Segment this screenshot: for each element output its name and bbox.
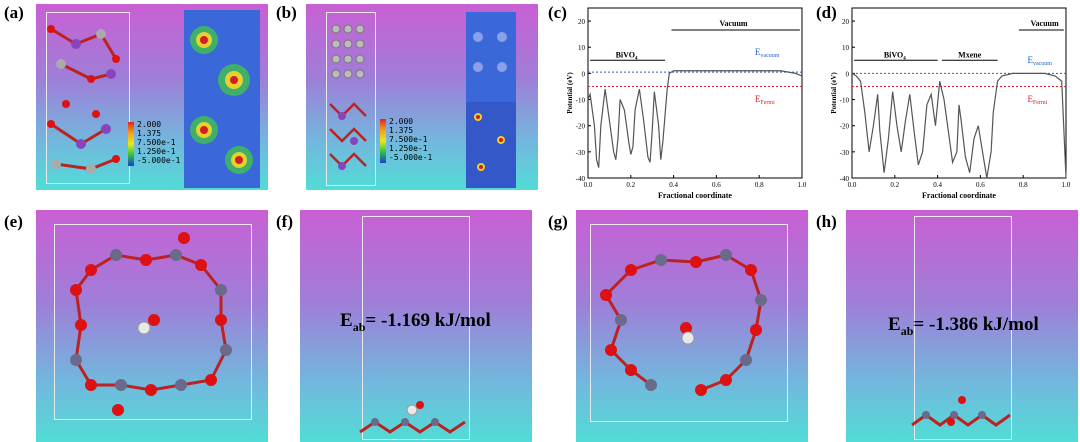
bivo4-subscript: 4	[635, 56, 638, 61]
y-tick-label: -30	[840, 149, 850, 157]
y-tick-label: 20	[578, 18, 586, 26]
y-tick-label: 0	[846, 70, 850, 78]
bivo4-subscript: 4	[903, 56, 906, 61]
adsorption-energy-f: Eab= -1.169 kJ/mol	[340, 310, 491, 334]
plot-frame	[851, 7, 1067, 179]
potential-series-line	[587, 70, 803, 168]
panel-g-adsorption-top	[576, 210, 808, 442]
y-axis-label: Potential (eV)	[830, 72, 838, 114]
adsorption-structure	[600, 249, 767, 396]
x-axis-label: Fractional coordinate	[922, 191, 996, 200]
panel-label-f: (f)	[276, 212, 293, 231]
legend-level: 1.375	[137, 129, 162, 138]
panel-f-adsorption-side: Eab= -1.169 kJ/mol	[300, 210, 532, 442]
panel-h-adsorption-side: Eab= -1.386 kJ/mol	[846, 210, 1078, 442]
mxene-label: Mxene	[958, 50, 982, 59]
x-tick-label: 0.6	[976, 181, 985, 189]
x-tick-label: 0.8	[755, 181, 764, 189]
slab-side-view	[911, 396, 1011, 427]
e-fermi-subscript: Fermi	[1033, 100, 1048, 106]
legend-level: -5.000e-1	[137, 156, 181, 165]
y-tick-label: -10	[840, 97, 850, 105]
panel-b-structure: 2.000 1.375 7.500e-1 1.250e-1 -5.000e-1	[306, 4, 538, 190]
y-tick-label: -20	[840, 123, 850, 131]
unit-cell	[46, 12, 130, 184]
adsorption-energy-h: Eab= -1.386 kJ/mol	[888, 314, 1039, 338]
y-tick-label: 10	[842, 44, 850, 52]
unit-cell	[590, 224, 788, 422]
x-tick-label: 0.2	[890, 181, 899, 189]
x-tick-label: 0.2	[626, 181, 635, 189]
potential-chart-d: 20 10 0 -10 -20 -30 -400.0 0.2 0.4 0.6 0.8 1.0Fract…	[830, 7, 1071, 200]
panel-label-h: (h)	[816, 212, 837, 231]
y-tick-label: -30	[576, 149, 586, 157]
panel-label-g: (g)	[548, 212, 568, 231]
legend-level: 2.000	[137, 120, 162, 129]
legend-level: 7.500e-1	[137, 138, 176, 147]
y-tick-label: -40	[576, 175, 586, 183]
e-vacuum-subscript: vacuum	[1033, 61, 1052, 67]
potential-series-line	[851, 72, 1067, 179]
y-tick-label: 0	[582, 70, 586, 78]
legend-level: 7.500e-1	[389, 135, 428, 144]
x-tick-label: 1.0	[1062, 181, 1071, 189]
legend-level: -5.000e-1	[389, 153, 433, 162]
y-tick-label: -40	[840, 175, 850, 183]
e-vacuum-subscript: vacuum	[760, 53, 779, 59]
vacuum-label: Vacuum	[1031, 19, 1059, 28]
legend-level: 1.375	[389, 126, 414, 135]
charge-density-map	[184, 10, 260, 188]
unit-cell	[362, 216, 470, 440]
potential-chart-c: 20 10 0 -10 -20 -30 -400.0 0.2 0.4 0.6 0.8 1.0Fract…	[566, 7, 807, 200]
y-tick-label: -20	[576, 123, 586, 131]
panel-a-structure: 2.000 1.375 7.500e-1 1.250e-1 -5.000e-1	[36, 4, 268, 190]
charge-density-map	[466, 12, 516, 188]
crystal-structure	[47, 25, 120, 174]
adsorption-structure	[70, 232, 232, 416]
y-tick-label: -10	[576, 97, 586, 105]
vacuum-label: Vacuum	[719, 19, 747, 28]
panel-label-a: (a)	[4, 3, 24, 22]
x-tick-label: 1.0	[798, 181, 807, 189]
y-tick-label: 10	[578, 44, 586, 52]
x-tick-label: 0.6	[712, 181, 721, 189]
panel-label-e: (e)	[4, 212, 23, 231]
x-tick-label: 0.8	[1019, 181, 1028, 189]
unit-cell	[914, 216, 1012, 440]
e-fermi-subscript: Fermi	[760, 100, 775, 106]
slab-side-view	[359, 401, 466, 434]
x-tick-label: 0.0	[848, 181, 857, 189]
x-tick-label: 0.0	[584, 181, 593, 189]
bivo4-label: BiVO4	[616, 50, 638, 61]
y-axis-label: Potential (eV)	[566, 72, 574, 114]
bivo4-label: BiVO4	[884, 50, 906, 61]
x-axis-label: Fractional coordinate	[658, 191, 732, 200]
unit-cell	[326, 12, 376, 186]
panel-label-b: (b)	[276, 3, 297, 22]
y-tick-label: 20	[842, 18, 850, 26]
plot-frame	[587, 7, 803, 179]
x-tick-label: 0.4	[933, 181, 942, 189]
legend-level: 2.000	[389, 117, 414, 126]
heterostructure	[329, 24, 367, 170]
panel-e-adsorption-top	[36, 210, 268, 442]
unit-cell	[54, 224, 252, 420]
legend-level: 1.250e-1	[389, 144, 428, 153]
panel-label-d: (d)	[816, 3, 837, 22]
x-tick-label: 0.4	[669, 181, 678, 189]
legend-level: 1.250e-1	[137, 147, 176, 156]
panel-label-c: (c)	[548, 3, 567, 22]
